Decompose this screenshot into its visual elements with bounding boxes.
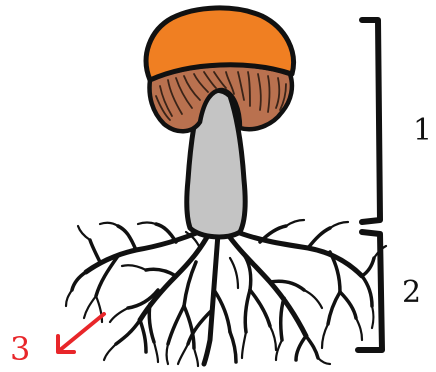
bracket-fruiting-body	[362, 20, 380, 222]
arrow-3	[58, 314, 104, 352]
label-3: 3	[10, 330, 30, 368]
label-2: 2	[402, 275, 421, 310]
mycelium	[66, 220, 386, 366]
label-1: 1	[413, 113, 432, 148]
